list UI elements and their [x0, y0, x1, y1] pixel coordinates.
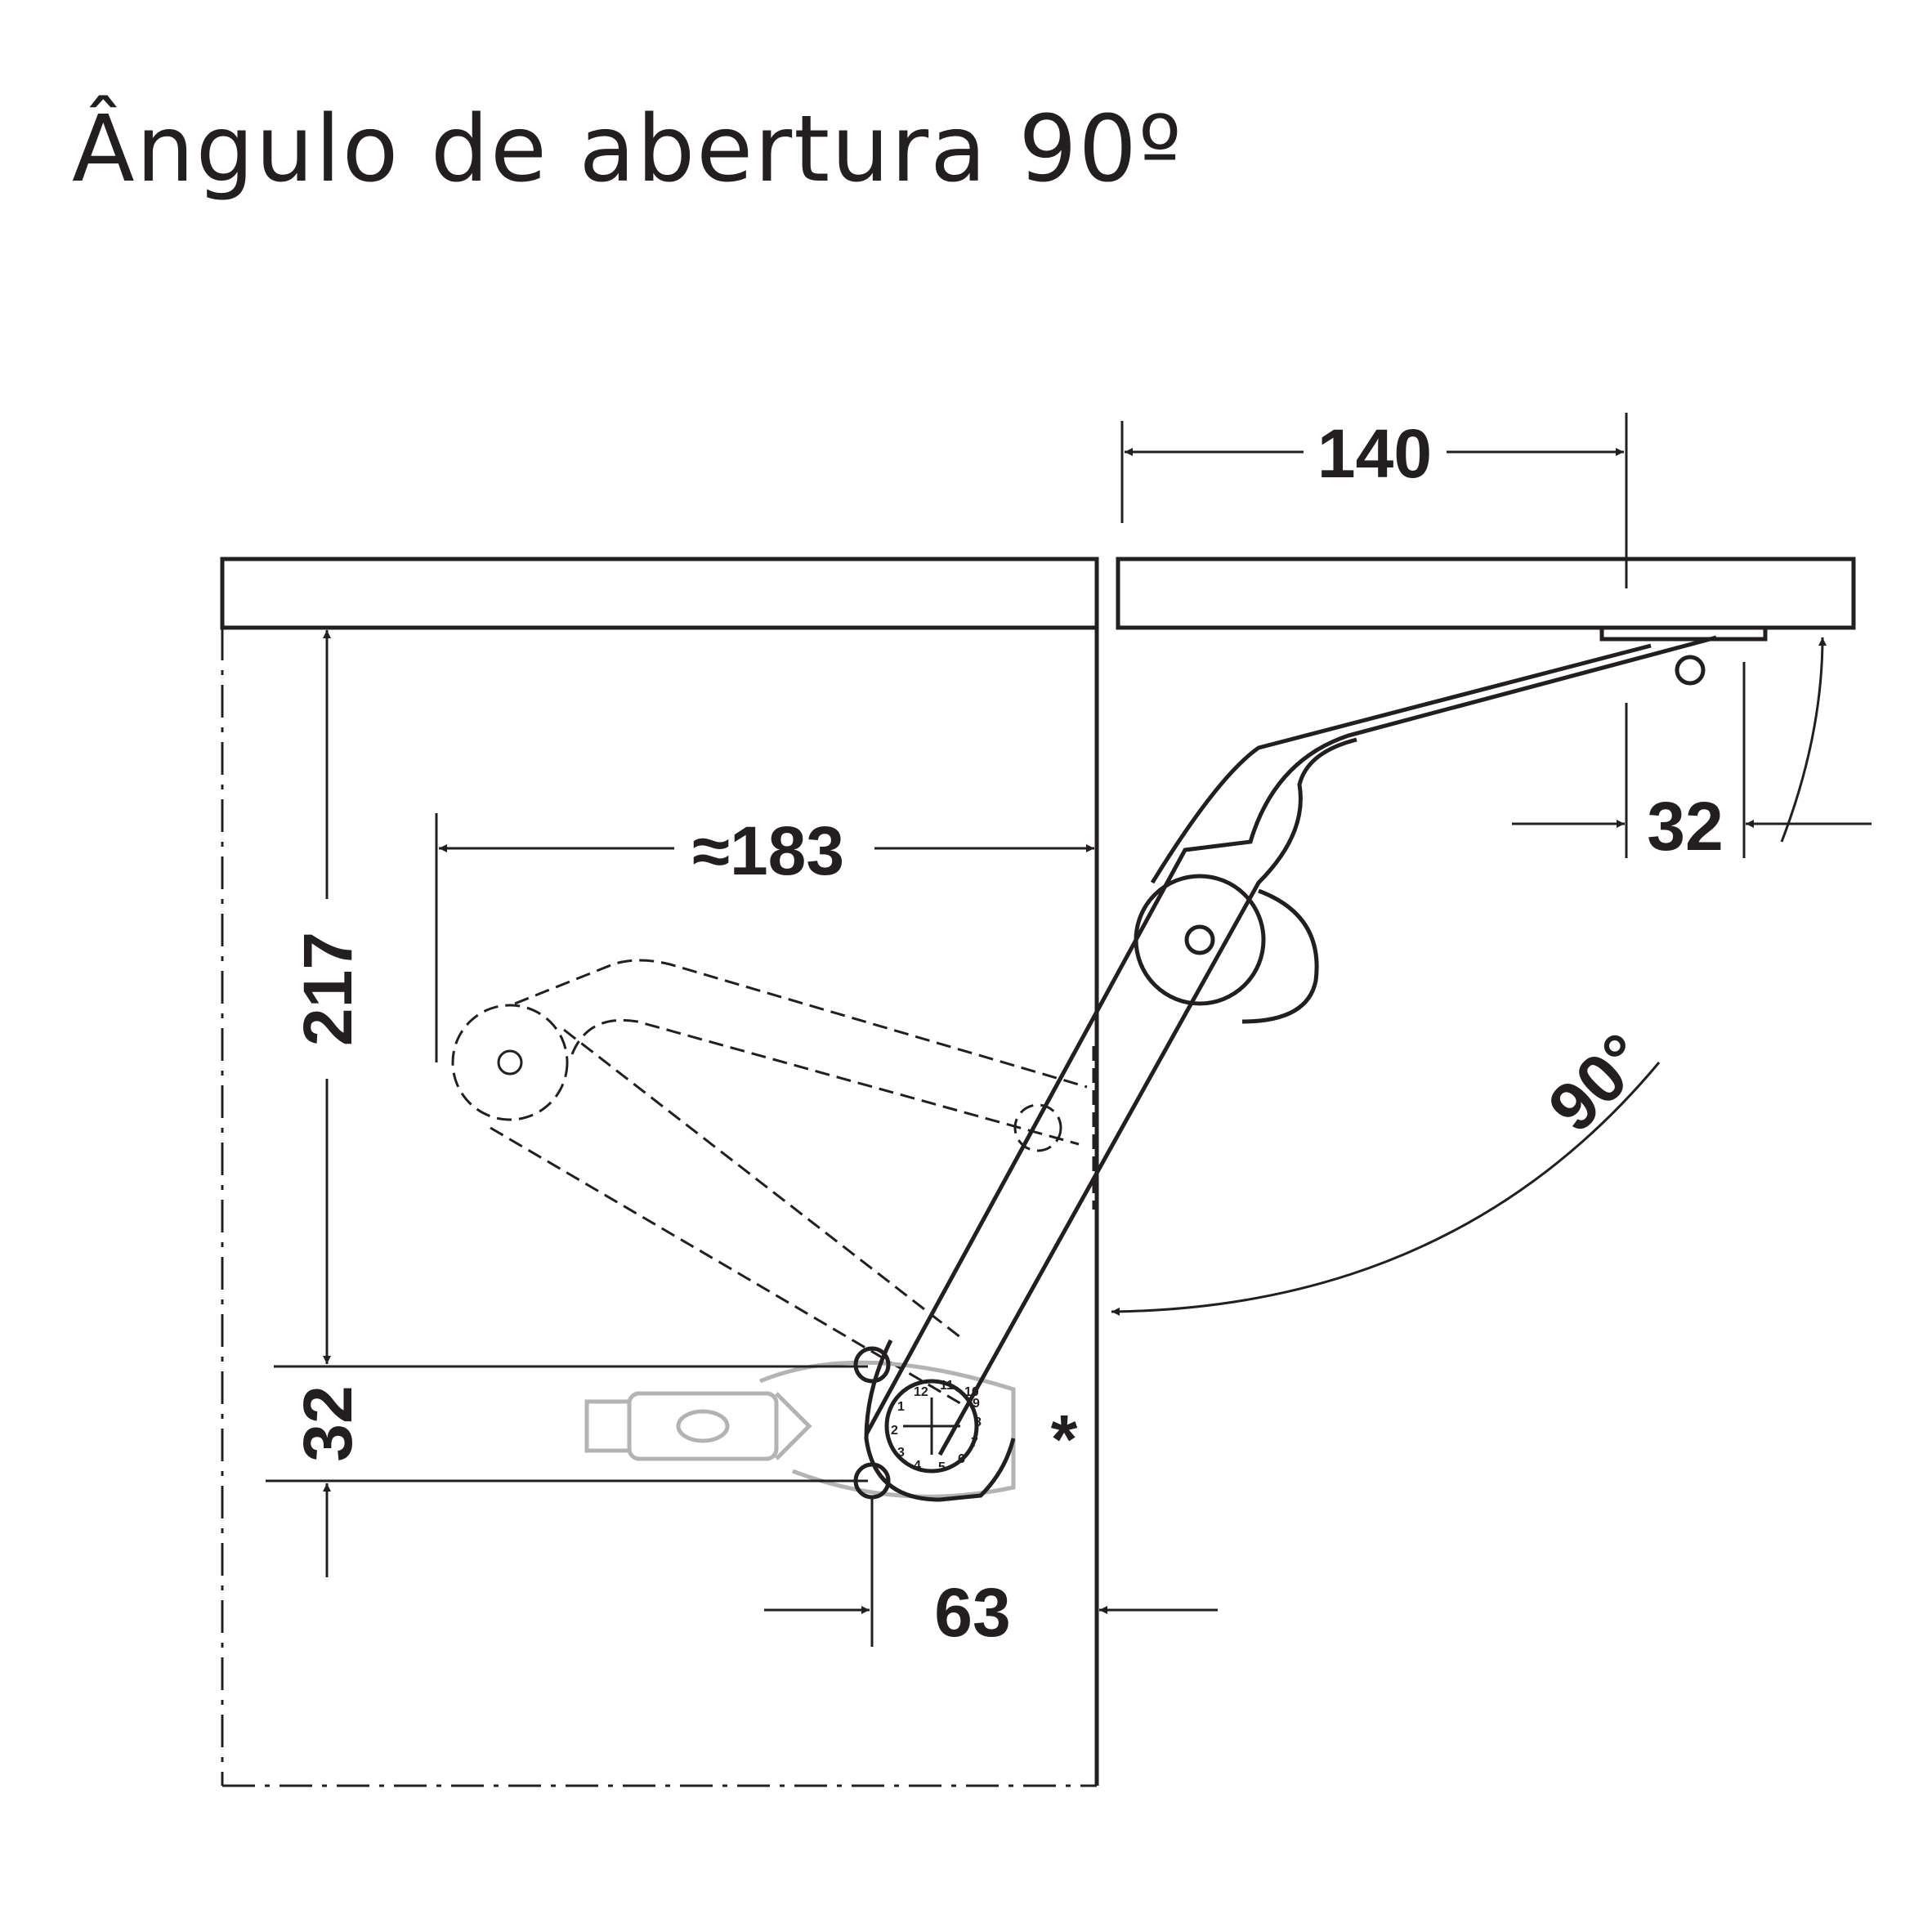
adjust-screw-knob: [584, 1399, 632, 1453]
dimension-63: 63: [764, 1496, 1218, 1651]
flap-door: [1116, 557, 1856, 642]
dimension-217: 217: [289, 630, 366, 1364]
bracket-housing-outline: [759, 1360, 1016, 1499]
dimension-32-right: 32: [1512, 662, 1872, 865]
dimension-label-217: 217: [289, 932, 366, 1046]
dial-number: 8: [974, 1415, 982, 1429]
bracket-tip: [775, 1392, 812, 1460]
bracket-body: [627, 1391, 779, 1461]
arm-elbow-hub: [1134, 874, 1266, 1006]
top-fixing-screw-icon: [853, 1346, 891, 1384]
flap-fixing-screw-icon: [1675, 655, 1706, 686]
closed-pivot-center: [497, 1049, 523, 1076]
closed-link-pivot: [1013, 1103, 1062, 1152]
dial-number: 1: [897, 1400, 905, 1414]
dimension-label-90-degrees: 90°: [1533, 1018, 1661, 1146]
dial-number: 3: [897, 1446, 905, 1460]
dial-number: 4: [914, 1459, 921, 1473]
dial-number: 2: [891, 1424, 898, 1438]
dimension-140: 140: [1120, 413, 1628, 588]
dial-number: 10: [964, 1385, 979, 1399]
dimension-label-32-left: 32: [289, 1385, 366, 1461]
dial-number: 9: [973, 1397, 980, 1411]
dial-number: 12: [914, 1385, 928, 1399]
arm-main-outline: [864, 635, 1717, 1436]
dial-number: 5: [938, 1460, 946, 1474]
closed-pivot-outline: [451, 1004, 569, 1121]
dimension-label-140: 140: [1317, 415, 1432, 492]
cabinet: [220, 557, 1099, 1787]
dimension-32-left: 32: [266, 1365, 868, 1577]
flap-panel: [1116, 557, 1856, 630]
bracket-slot: [676, 1409, 730, 1443]
arm-elbow-cap: [1241, 888, 1319, 1024]
mounting-bracket: [584, 1360, 1016, 1499]
dimension-183: ≈183: [435, 812, 1094, 1062]
angle-arc-upper: [1780, 637, 1827, 843]
dial-number: 7: [971, 1436, 978, 1450]
cabinet-top-panel: [220, 557, 1099, 630]
arm-closed-position: [451, 959, 1088, 1407]
arm-elbow-pin: [1184, 924, 1215, 955]
asterisk-marker: *: [1051, 1401, 1078, 1478]
dimension-label-183: ≈183: [692, 812, 844, 889]
arm-base-housing: [864, 1339, 1016, 1502]
arm-upper-link: [1150, 643, 1652, 884]
dial-number: 11: [940, 1379, 954, 1393]
page-title: Ângulo de abertura 90º: [72, 96, 1183, 203]
dial-number: 6: [958, 1452, 965, 1466]
dimension-label-32-right: 32: [1647, 788, 1723, 865]
arm-inner-outline: [937, 737, 1357, 1456]
closed-arm-lower-inner-edge: [563, 1028, 965, 1342]
angle-arc-lower: [1111, 1062, 1661, 1316]
dimension-angle-90: 90°: [1111, 637, 1827, 1316]
force-adjust-dial: [884, 1379, 979, 1474]
dial-scale: 10 11 12 1 2 3 4 5 6 7 8 9: [891, 1379, 982, 1474]
dimension-label-63: 63: [934, 1574, 1010, 1651]
flap-mounting-plate: [1599, 625, 1768, 642]
closed-arm-upper-edge: [514, 959, 1088, 1089]
closed-arm-lower-edge: [490, 1126, 965, 1407]
closed-arm-inner-edge: [570, 1018, 1080, 1146]
